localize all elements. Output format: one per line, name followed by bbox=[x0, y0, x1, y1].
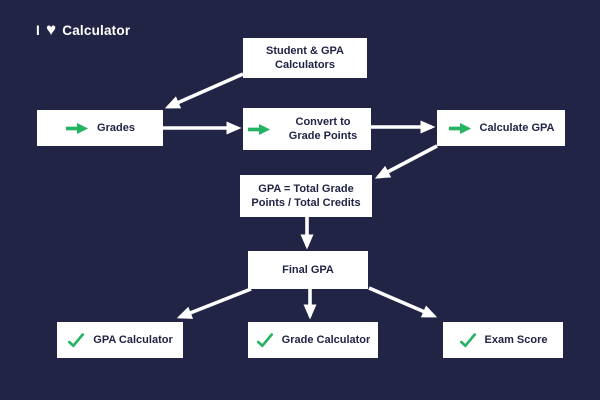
node-label: Student & GPA Calculators bbox=[265, 44, 344, 71]
node-student-gpa-calculators: Student & GPA Calculators bbox=[243, 38, 367, 78]
arrow-final-to-exam-score bbox=[368, 286, 438, 318]
node-grades: Grades bbox=[37, 110, 163, 146]
node-label: Exam Score bbox=[484, 333, 548, 346]
logo-word-calculator: Calculator bbox=[62, 23, 131, 38]
check-icon bbox=[67, 332, 85, 348]
check-icon bbox=[256, 332, 274, 348]
node-label: Final GPA bbox=[282, 263, 334, 276]
node-gpa-calculator: GPA Calculator bbox=[57, 322, 183, 358]
node-exam-score: Exam Score bbox=[443, 322, 563, 358]
node-label: Calculate GPA bbox=[479, 121, 555, 134]
node-label: Grade Calculator bbox=[281, 333, 371, 346]
check-icon bbox=[459, 332, 477, 348]
node-label: Grades bbox=[97, 121, 135, 134]
node-final-gpa: Final GPA bbox=[248, 251, 368, 289]
arrow-student-to-grades bbox=[164, 72, 244, 109]
arrow-calculate-to-formula bbox=[374, 144, 438, 179]
heart-icon: ♥ bbox=[45, 20, 57, 39]
arrow-right-icon bbox=[65, 122, 89, 135]
logo-word-i: I bbox=[36, 23, 40, 38]
arrow-right-icon bbox=[247, 123, 271, 136]
node-grade-calculator: Grade Calculator bbox=[248, 322, 378, 358]
arrow-final-to-gpa-calculator bbox=[176, 287, 252, 319]
node-gpa-formula: GPA = Total Grade Points / Total Credits bbox=[240, 175, 372, 217]
node-calculate-gpa: Calculate GPA bbox=[437, 110, 565, 146]
brand-logo: I ♥ Calculator bbox=[36, 20, 131, 39]
node-label: Convert to Grade Points bbox=[288, 115, 358, 142]
node-label: GPA Calculator bbox=[93, 333, 173, 346]
node-convert-to-grade-points: Convert to Grade Points bbox=[243, 108, 371, 150]
arrow-right-icon bbox=[448, 122, 472, 135]
node-label: GPA = Total Grade Points / Total Credits bbox=[251, 182, 361, 209]
